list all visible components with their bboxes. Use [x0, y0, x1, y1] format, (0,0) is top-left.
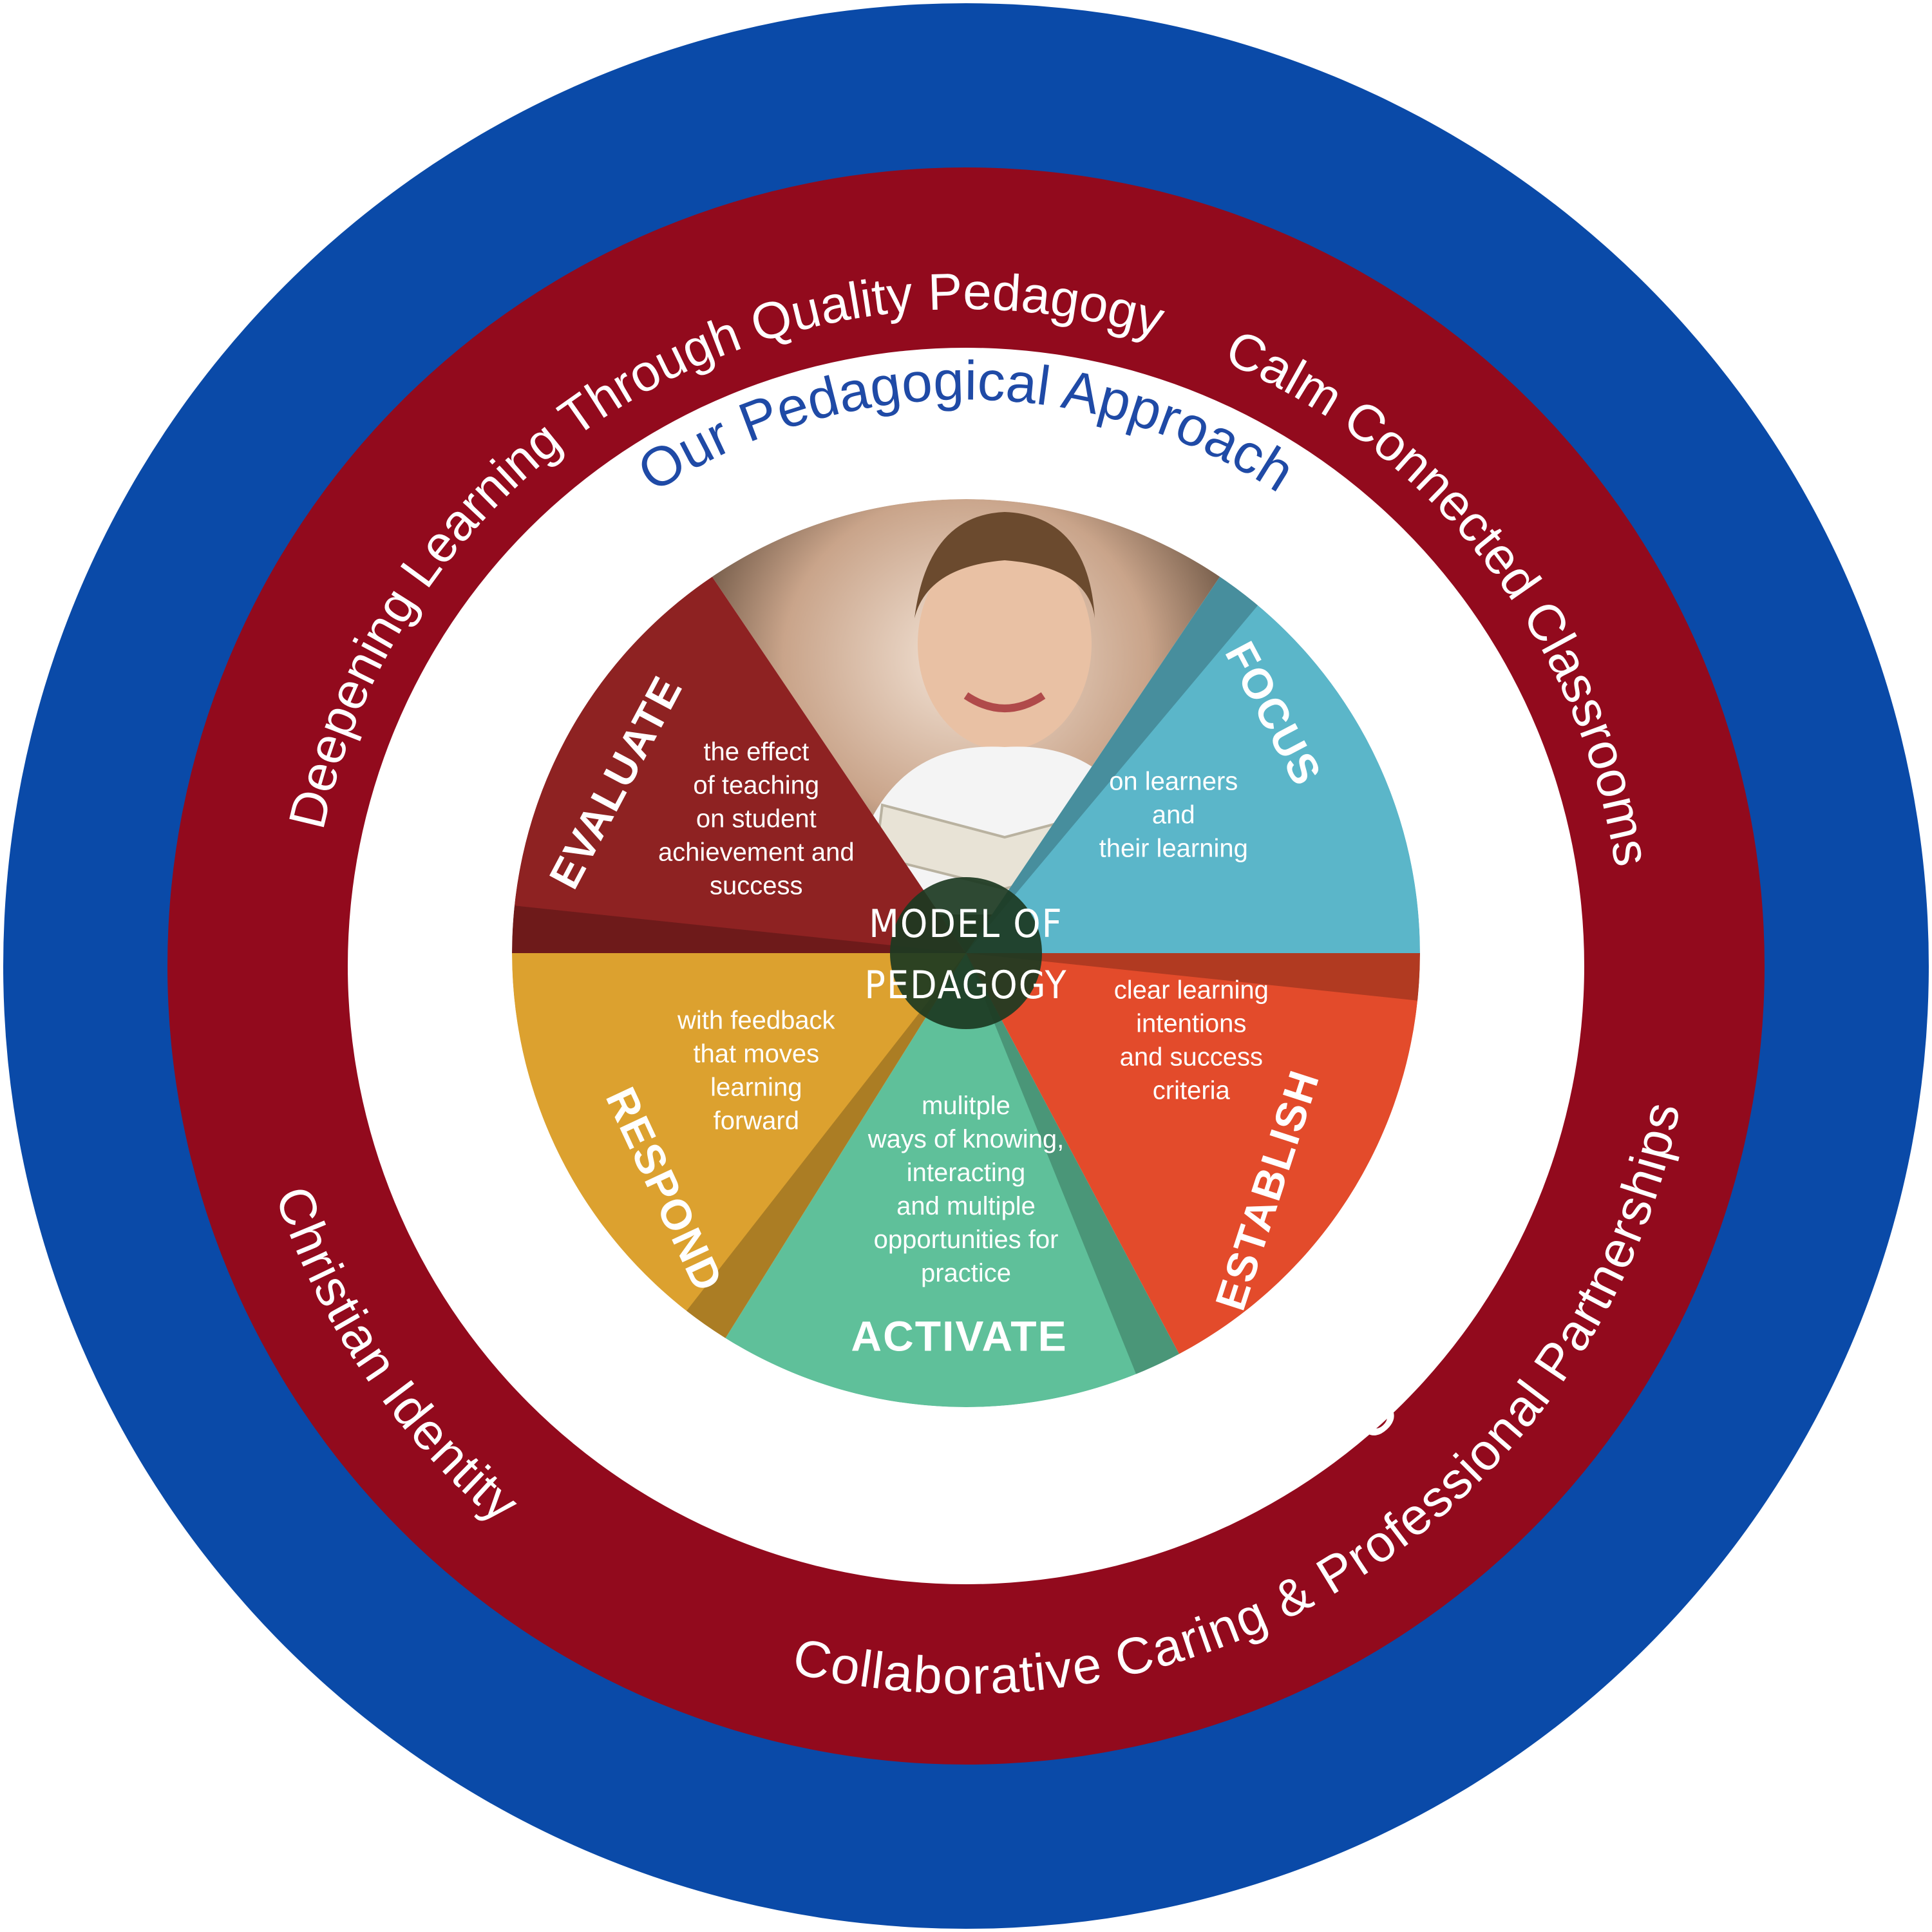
- wedge-desc-respond-line: with feedback: [677, 1007, 836, 1035]
- wedge-activate: [725, 953, 1179, 1407]
- hub-line-2: PEDAGOGY: [864, 963, 1067, 1008]
- wedge-desc-evaluate-line: the effect: [703, 737, 809, 766]
- wedge-desc-establish-line: clear learning: [1114, 976, 1269, 1004]
- wedge-desc-respond-line: learning: [710, 1074, 802, 1102]
- wedge-desc-activate-line: ways of knowing,: [867, 1125, 1065, 1153]
- wedge-desc-activate-line: opportunities for: [874, 1226, 1059, 1254]
- wedge-desc-focus-line: their learning: [1099, 835, 1248, 863]
- hub-line-1: MODEL OF: [869, 902, 1063, 947]
- wedge-desc-evaluate-line: success: [710, 871, 803, 900]
- wedge-desc-evaluate-line: achievement and: [658, 838, 855, 866]
- wedge-desc-focus-line: on learners: [1109, 768, 1238, 796]
- wedge-focus: [966, 576, 1420, 953]
- wedge-desc-establish-line: criteria: [1153, 1076, 1231, 1104]
- wedge-desc-respond-line: forward: [714, 1107, 799, 1135]
- wedge-evaluate: [512, 576, 966, 953]
- wedge-desc-activate-line: practice: [921, 1259, 1011, 1287]
- wedge-accent-respond: [686, 953, 966, 1338]
- wedge-desc-respond-line: that moves: [693, 1040, 819, 1068]
- wedge-desc-establish-line: and success: [1120, 1043, 1263, 1071]
- wedge-respond: [512, 953, 966, 1338]
- wedge-establish: [966, 953, 1420, 1354]
- wedge-desc-activate-line: and multiple: [896, 1192, 1036, 1220]
- wedge-accent-establish: [966, 953, 1420, 1001]
- wedge-title-activate: ACTIVATE: [851, 1312, 1067, 1359]
- wedge-desc-evaluate-line: on student: [696, 804, 817, 833]
- wedge-desc-activate-line: mulitple: [922, 1092, 1010, 1120]
- hub-circle: [890, 877, 1042, 1029]
- wedge-desc-evaluate-line: of teaching: [693, 771, 819, 799]
- wedge-desc-activate-line: interacting: [907, 1159, 1026, 1187]
- student-face-icon: [918, 538, 1092, 750]
- wedge-desc-establish-line: intentions: [1136, 1009, 1246, 1037]
- wedge-desc-focus-line: and: [1152, 801, 1195, 829]
- wedge-accent-activate: [966, 953, 1179, 1374]
- wedge-accent-evaluate: [512, 905, 966, 953]
- wedge-accent-focus: [966, 576, 1258, 953]
